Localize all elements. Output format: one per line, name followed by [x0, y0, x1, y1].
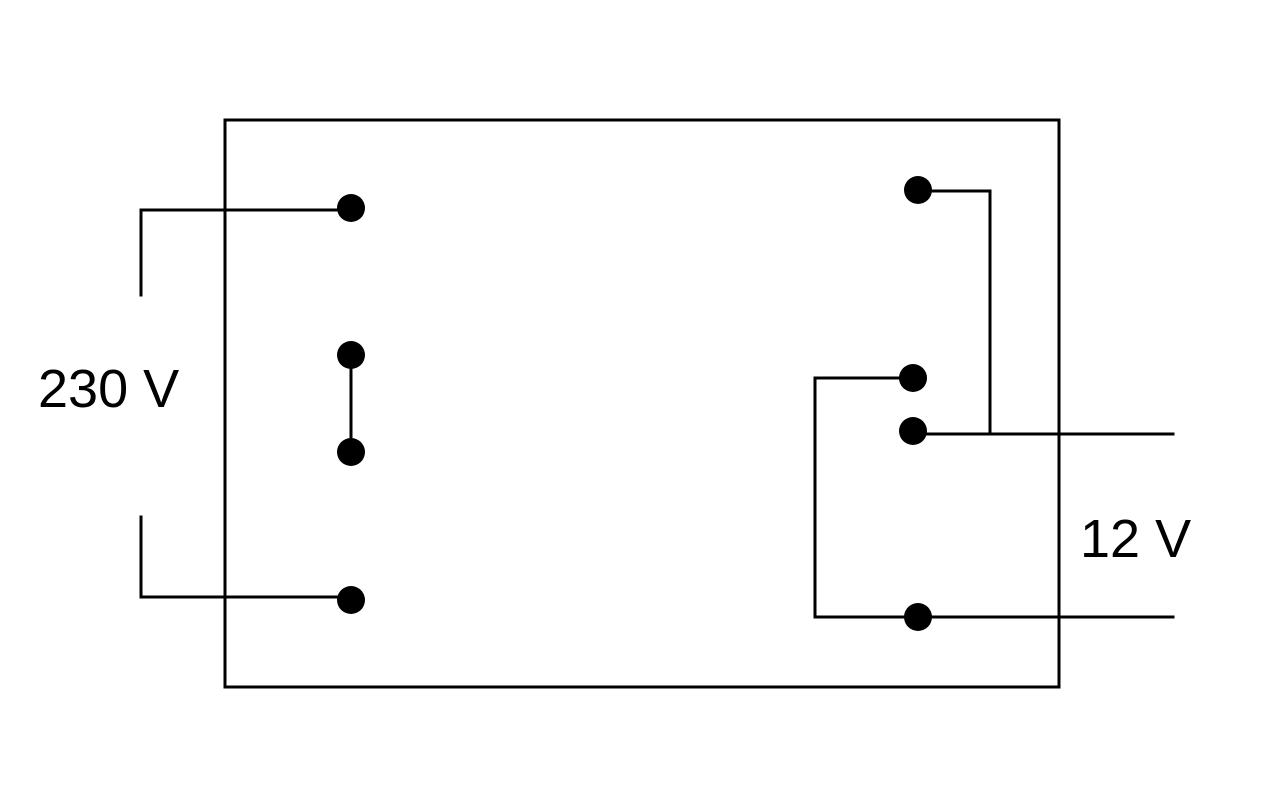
terminal-left-3: [337, 438, 365, 466]
low-voltage-label: 12 V: [1080, 509, 1192, 569]
terminal-left-1: [337, 194, 365, 222]
terminal-right-4: [904, 603, 932, 631]
terminal-right-3: [899, 417, 927, 445]
upper-right-loop-wire: [916, 189, 992, 436]
terminal-left-2: [337, 341, 365, 369]
terminal-right-1: [904, 176, 932, 204]
terminal-left-4: [337, 586, 365, 614]
mains-bottom-lead: [139, 515, 353, 599]
mains-top-lead: [139, 208, 353, 297]
enclosure-box: [223, 118, 1061, 689]
mains-voltage-label: 230 V: [38, 359, 180, 419]
inner-bridge-wire: [813, 376, 920, 619]
terminal-right-2: [899, 364, 927, 392]
